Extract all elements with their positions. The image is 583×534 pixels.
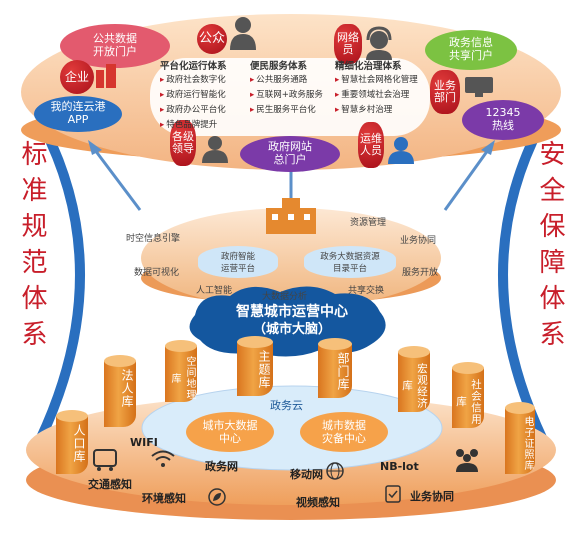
people-group-icon [452,446,482,472]
traffic-sense-label: 交通感知 [88,478,132,491]
checklist-icon [384,484,402,504]
cylinder-spatial: 空间地理库 [165,340,197,402]
ring-label-0: 时空信息引擎 [126,234,181,244]
col-service-list: ▸公共服务通路 ▸互联网+政务服务 ▸民生服务平台化 [250,73,340,118]
list-item: ▸重要领域社会治理 [335,89,410,100]
mobile-net-label: 移动网 [290,468,323,481]
wifi-label: WIFI [130,436,158,449]
list-item: ▸公共服务通路 [250,74,308,85]
public-ball: 公众 [197,24,227,54]
list-item: ▸互联网+政务服务 [250,89,323,100]
col-governance: 精细化治理体系 ▸智慧社会网格化管理 ▸重要领域社会治理 ▸智慧乡村治理 [335,61,430,118]
video-sense-label: 视频感知 [296,496,340,509]
business-collab-label: 业务协同 [410,490,454,503]
gov-net-label: 政务网 [205,460,238,473]
building-icon [94,62,120,88]
leaf-icon [208,488,226,506]
ops-person-icon [386,136,416,164]
ring-label-5: 人工智能 [196,286,233,296]
public-data-portal: 公共数据 开放门户 [60,24,170,68]
hotline-bubble: 12345 热线 [462,100,544,140]
col-governance-list: ▸智慧社会网格化管理 ▸重要领域社会治理 ▸智慧乡村治理 [335,73,430,118]
col-platform-list: ▸政府社会数字化 ▸政府运行智能化 ▸政府办公平台化 ▸特色品牌提升 [160,73,250,133]
right-arc [498,117,548,443]
gov-portal-bubble: 政府网站 总门户 [240,136,340,172]
disaster-backup-center: 城市数据 灾备中心 [300,412,388,452]
col-platform-title: 平台化运行体系 [160,61,227,72]
top-panel [150,58,430,136]
standard-system-label: 标准规范体系 [17,140,47,356]
ring-label-3: 数据可视化 [134,268,180,278]
ring-label-4: 服务开放 [402,268,439,278]
operation-center-building-icon [262,198,320,234]
left-arc [35,117,85,443]
ring-label-6: 大数据分析 [262,292,308,302]
globe-icon [326,462,344,480]
gov-cloud-label: 政务云 [270,399,303,412]
col-service: 便民服务体系 ▸公共服务通路 ▸互联网+政务服务 ▸民生服务平台化 [250,61,340,118]
bus-icon [92,448,118,472]
list-item: ▸民生服务平台化 [250,104,316,115]
env-sense-label: 环境感知 [142,492,186,505]
arrow-right-up [443,149,490,211]
gov-info-portal: 政务信息 共享门户 [425,30,517,70]
smart-ops-platform-box: 政府智能 运营平台 [198,246,278,278]
ring-label-7: 共享交换 [348,286,385,296]
list-item: ▸政府办公平台化 [160,104,226,115]
list-item: ▸智慧乡村治理 [335,104,393,115]
wifi-icon [150,450,176,468]
data-catalog-platform-box: 政务大数据资源 目录平台 [304,246,396,278]
middle-disk [141,208,441,308]
enterprise-ball: 企业 [60,60,94,94]
business-dept-ball: 业务部门 [430,70,460,114]
headset-icon [362,26,396,60]
ops-staff-ball: 运维人员 [358,122,384,168]
cylinder-legal-person: 法人库 [104,355,136,427]
netizen-ball: 网络员 [334,24,362,64]
arrow-left-up [93,149,142,211]
list-item: ▸政府运行智能化 [160,89,226,100]
operation-center-title: 智慧城市运营中心 [236,304,348,320]
ring-label-2: 业务协同 [400,236,437,246]
col-platform: 平台化运行体系 ▸政府社会数字化 ▸政府运行智能化 ▸政府办公平台化 ▸特色品牌… [160,61,250,133]
cylinder-macro-economy: 宏观经济库 [398,346,430,412]
big-data-center: 城市大数据 中心 [186,412,274,452]
leaders-ball: 各级领导 [170,120,196,166]
cylinder-credit: 社会信用库 [452,362,484,428]
ring-label-1: 资源管理 [350,218,387,228]
list-item: ▸智慧社会网格化管理 [335,74,418,85]
city-brain-subtitle: （城市大脑） [252,322,331,337]
nb-iot-label: NB-lot [380,460,419,473]
app-bubble: 我的连云港 APP [34,96,122,132]
list-item: ▸政府社会数字化 [160,74,226,85]
list-item: ▸特色品牌提升 [160,119,218,130]
col-service-title: 便民服务体系 [250,61,308,72]
security-system-label: 安全保障体系 [535,140,565,356]
cylinder-department: 部门库 [318,338,352,398]
person-icon [228,16,258,50]
cylinder-population: 人口库 [56,410,88,474]
cylinder-theme: 主题库 [237,336,273,396]
monitor-icon [464,76,494,98]
col-governance-title: 精细化治理体系 [335,61,402,72]
leader-person-icon [200,135,230,163]
cylinder-e-license: 电子证照库 [505,402,535,474]
